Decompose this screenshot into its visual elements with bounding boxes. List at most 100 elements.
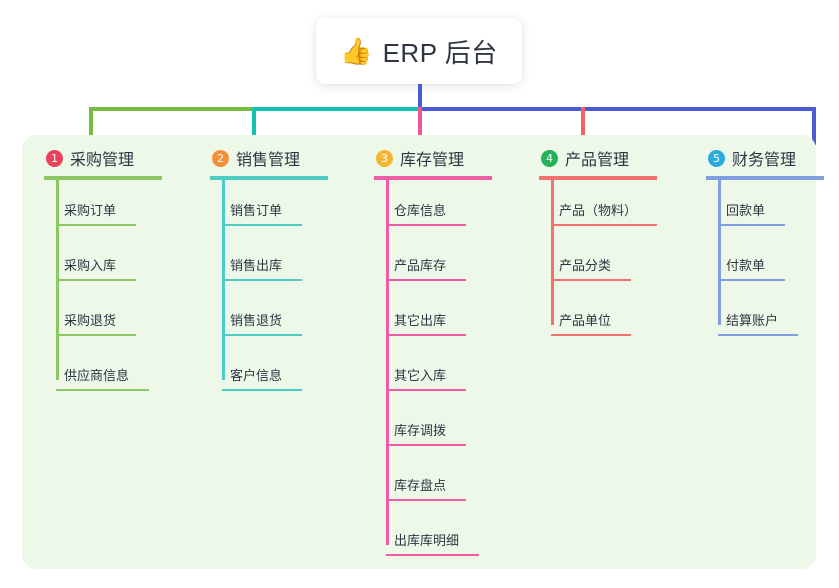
tree-item-underline [56,334,136,336]
column-items-sales: 销售订单销售出库销售退货客户信息 [196,180,361,400]
column-underline-sales [210,176,328,180]
rail-drop-sales [252,107,256,145]
tree-item-label: 产品（物料） [559,203,638,218]
column-items-finance: 回款单付款单结算账户 [692,180,839,345]
rail-drop-inventory [418,107,422,145]
column-header-inventory[interactable]: 3 库存管理 [360,146,525,170]
column-product: 4 产品管理产品（物料） 产品分类产品单位 [525,146,695,345]
column-spine-product [551,180,554,325]
tree-item-underline [222,279,302,281]
tree-item[interactable]: 产品（物料） [525,180,695,235]
tree-item-label: 付款单 [726,258,766,273]
column-title-product: 产品管理 [565,152,630,169]
column-inventory: 3 库存管理仓库信息产品库存其它出库其它入库库存调拨库存盘点出库库明细 [360,146,525,565]
thumbs-up-icon: 👍 [340,36,373,66]
tree-item-label: 仓库信息 [394,203,447,218]
tree-item-label: 产品分类 [559,258,612,273]
tree-item-underline [222,334,302,336]
tree-item-underline [222,224,302,226]
column-title-inventory: 库存管理 [400,152,465,169]
tree-item-label: 供应商信息 [64,368,130,383]
column-underline-finance [706,176,824,180]
tree-item[interactable]: 结算账户 [692,290,839,345]
rail-segment-indigo [418,107,816,111]
tree-item[interactable]: 其它入库 [360,345,525,400]
tree-item-label: 销售退货 [230,313,283,328]
tree-item[interactable]: 供应商信息 [30,345,195,400]
tree-item-underline [386,554,479,556]
tree-item[interactable]: 采购订单 [30,180,195,235]
tree-item[interactable]: 销售订单 [196,180,361,235]
tree-item-label: 采购入库 [64,258,117,273]
tree-item[interactable]: 产品分类 [525,235,695,290]
tree-item-underline [386,279,466,281]
tree-item-label: 采购退货 [64,313,117,328]
tree-item[interactable]: 出库库明细 [360,510,525,565]
tree-item[interactable]: 销售出库 [196,235,361,290]
tree-item[interactable]: 客户信息 [196,345,361,400]
column-badge-sales: 2 [212,149,229,167]
tree-item[interactable]: 采购入库 [30,235,195,290]
column-underline-product [539,176,657,180]
tree-item-underline [222,389,302,391]
tree-item-label: 其它入库 [394,368,447,383]
column-badge-inventory: 3 [376,149,393,167]
column-underline-inventory [374,176,492,180]
column-spine-inventory [386,180,389,545]
tree-item[interactable]: 回款单 [692,180,839,235]
column-items-inventory: 仓库信息产品库存其它出库其它入库库存调拨库存盘点出库库明细 [360,180,525,565]
tree-item[interactable]: 产品库存 [360,235,525,290]
root-node-label: ERP 后台 [382,37,498,68]
root-node-card[interactable]: 👍 ERP 后台 [316,18,522,84]
tree-item-underline [718,334,798,336]
tree-item-underline [56,224,136,226]
tree-item-underline [551,334,631,336]
tree-item-label: 产品库存 [394,258,447,273]
tree-item-underline [718,224,785,226]
tree-item-label: 出库库明细 [394,533,460,548]
rail-segment-green [89,107,254,111]
tree-item[interactable]: 仓库信息 [360,180,525,235]
tree-item-label: 销售订单 [230,203,283,218]
tree-item[interactable]: 采购退货 [30,290,195,345]
tree-item-underline [56,279,136,281]
column-badge-product: 4 [541,149,558,167]
rail-drop-finance [812,107,816,145]
column-header-sales[interactable]: 2 销售管理 [196,146,361,170]
tree-item-label: 采购订单 [64,203,117,218]
tree-item[interactable]: 销售退货 [196,290,361,345]
tree-item[interactable]: 库存调拨 [360,400,525,455]
column-sales: 2 销售管理销售订单销售出库销售退货客户信息 [196,146,361,400]
tree-item-label: 库存盘点 [394,478,447,493]
rail-drop-purchase [89,107,93,145]
tree-item[interactable]: 产品单位 [525,290,695,345]
tree-item-underline [718,279,785,281]
column-items-purchase: 采购订单采购入库采购退货供应商信息 [30,180,195,400]
tree-item-underline [386,334,466,336]
rail-segment-teal [252,107,420,111]
tree-item-label: 结算账户 [726,313,779,328]
tree-item-underline [551,279,631,281]
root-stem-connector [418,84,422,110]
tree-item[interactable]: 付款单 [692,235,839,290]
tree-item[interactable]: 库存盘点 [360,455,525,510]
diagram-panel [22,135,816,569]
tree-item-underline [386,224,466,226]
column-title-finance: 财务管理 [732,152,797,169]
tree-item-label: 客户信息 [230,368,283,383]
tree-item-label: 销售出库 [230,258,283,273]
tree-item-label: 其它出库 [394,313,447,328]
tree-item[interactable]: 其它出库 [360,290,525,345]
column-underline-purchase [44,176,162,180]
rail-drop-product [581,107,585,145]
column-header-product[interactable]: 4 产品管理 [525,146,695,170]
tree-item-label: 库存调拨 [394,423,447,438]
column-items-product: 产品（物料） 产品分类产品单位 [525,180,695,345]
column-badge-purchase: 1 [46,149,63,167]
tree-item-underline [386,499,466,501]
column-title-sales: 销售管理 [236,152,301,169]
tree-item-label: 产品单位 [559,313,612,328]
